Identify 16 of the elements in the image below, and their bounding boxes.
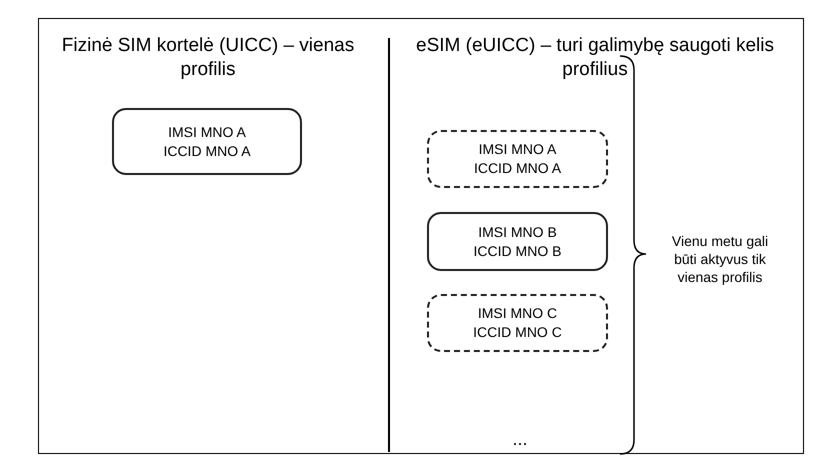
profile-id-text: ICCID MNO A bbox=[474, 159, 562, 178]
profile-id-text: IMSI MNO A bbox=[478, 140, 556, 159]
column-heading: Fizinė SIM kortelė (UICC) – vienas profilis bbox=[60, 34, 356, 82]
profile-id-text: ICCID MNO A bbox=[163, 142, 251, 160]
column-heading: eSIM (eUICC) – turi galimybę saugoti kelis profilius bbox=[415, 34, 775, 82]
profile-id-text: IMSI MNO A bbox=[168, 122, 246, 142]
note-text: Vienu metu gali būti aktyvus tik vienas profilis bbox=[670, 232, 770, 286]
ellipsis-text: ... bbox=[511, 428, 528, 450]
profile-id-text: IMSI MNO B bbox=[478, 222, 557, 242]
profile-id-text: IMSI MNO C bbox=[478, 304, 558, 323]
profile-id-text: ICCID MNO C bbox=[473, 323, 562, 342]
inactive-profile-box bbox=[427, 294, 608, 352]
inactive-profile-box bbox=[427, 130, 608, 188]
profile-box bbox=[112, 108, 302, 175]
profile-box bbox=[427, 212, 608, 271]
profile-id-text: ICCID MNO B bbox=[474, 242, 562, 260]
